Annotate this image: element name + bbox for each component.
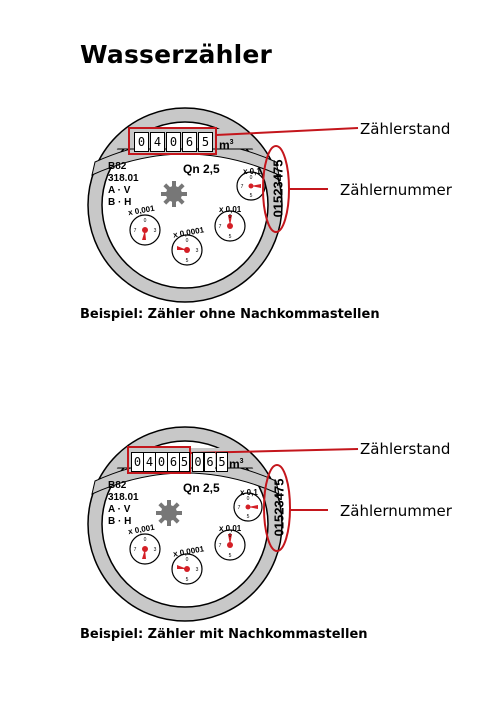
info-line: A · V bbox=[108, 185, 131, 196]
dial-needle-icon bbox=[251, 184, 261, 188]
dial-needle-icon bbox=[248, 505, 258, 509]
dial-label: x 0,01 bbox=[219, 205, 242, 214]
reading-digit: 5 bbox=[198, 132, 213, 152]
dial-x0001: 0 7 3 bbox=[129, 214, 161, 246]
dial-label: x 0,1 bbox=[243, 167, 261, 176]
svg-text:5: 5 bbox=[229, 234, 232, 240]
nominal-flow-label: Qn 2,5 bbox=[183, 162, 220, 176]
svg-text:0: 0 bbox=[144, 218, 147, 224]
dial-x00001: 0 3 5 bbox=[171, 234, 203, 266]
reading-leader-line bbox=[215, 127, 359, 136]
info-line: 318.01 bbox=[108, 173, 139, 184]
dial-needle-icon bbox=[228, 534, 232, 545]
dial-x001: 0 7 5 bbox=[214, 529, 246, 561]
dial-x001: 0 7 5 bbox=[214, 210, 246, 242]
reading-digit: 0 bbox=[166, 132, 181, 152]
decimal-digit: 5 bbox=[216, 452, 228, 472]
svg-text:7: 7 bbox=[219, 224, 222, 230]
dial-x0001: 0 7 3 bbox=[129, 533, 161, 565]
svg-text:7: 7 bbox=[241, 184, 244, 190]
meter-drawing: 0 7 5 0 7 5 0 7 3 0 3 5 bbox=[87, 107, 359, 303]
info-line: 318.01 bbox=[108, 492, 139, 503]
reading-digit: 0 bbox=[155, 452, 168, 472]
dial-needle-icon bbox=[228, 215, 232, 226]
serial-number: 01523475 bbox=[271, 478, 287, 537]
svg-text:7: 7 bbox=[134, 228, 137, 234]
svg-text:5: 5 bbox=[229, 553, 232, 559]
svg-text:7: 7 bbox=[238, 505, 241, 511]
svg-text:3: 3 bbox=[154, 547, 157, 553]
info-line: B82 bbox=[108, 161, 127, 172]
meter-info: B82 318.01 A · V B · H bbox=[108, 161, 139, 209]
caption: Beispiel: Zähler mit Nachkommastellen bbox=[80, 627, 368, 642]
svg-text:5: 5 bbox=[186, 258, 189, 264]
caption: Beispiel: Zähler ohne Nachkommastellen bbox=[80, 307, 380, 322]
reading-digit: 6 bbox=[182, 132, 197, 152]
unit-label: m3 bbox=[219, 138, 234, 152]
dial-x01: 0 7 5 bbox=[233, 492, 263, 522]
reading-highlight bbox=[127, 446, 191, 474]
flow-star-icon bbox=[161, 181, 187, 207]
serial-number: 01523475 bbox=[270, 159, 286, 218]
nominal-flow-label: Qn 2,5 bbox=[183, 481, 220, 495]
svg-text:3: 3 bbox=[196, 567, 199, 573]
flow-star-icon bbox=[156, 500, 182, 526]
meter-info: B82 318.01 A · V B · H bbox=[108, 480, 139, 528]
water-meter-without-decimals: 0 7 5 0 7 5 0 7 3 0 3 5 bbox=[0, 88, 496, 388]
info-line: A · V bbox=[108, 504, 131, 515]
svg-text:0: 0 bbox=[250, 175, 253, 181]
dial-label: x 0,1 bbox=[240, 488, 258, 497]
svg-text:0: 0 bbox=[247, 496, 250, 502]
info-line: B · H bbox=[108, 197, 132, 208]
serial-highlight bbox=[263, 464, 291, 552]
meter-face bbox=[101, 440, 269, 608]
page-title: Wasserzähler bbox=[80, 40, 273, 69]
callout-serial: Zählernummer bbox=[340, 181, 452, 199]
svg-text:7: 7 bbox=[219, 543, 222, 549]
reading-digit: 0 bbox=[134, 132, 149, 152]
info-line: B82 bbox=[108, 480, 127, 491]
svg-text:0: 0 bbox=[229, 214, 232, 220]
svg-text:0: 0 bbox=[186, 238, 189, 244]
svg-text:5: 5 bbox=[250, 193, 253, 199]
reading-digit: 5 bbox=[179, 452, 190, 472]
dial-label: x 0,01 bbox=[219, 524, 242, 533]
callout-reading: Zählerstand bbox=[360, 120, 451, 138]
meter-drawing: 0 7 5 0 7 5 0 7 3 0 3 5 bbox=[87, 426, 359, 622]
svg-text:5: 5 bbox=[247, 514, 250, 520]
callout-serial: Zählernummer bbox=[340, 502, 452, 520]
svg-text:0: 0 bbox=[144, 537, 147, 543]
svg-text:0: 0 bbox=[229, 533, 232, 539]
decimal-digit: 6 bbox=[204, 452, 215, 472]
svg-text:3: 3 bbox=[196, 248, 199, 254]
meter-face bbox=[101, 121, 269, 289]
reading-highlight bbox=[128, 127, 217, 155]
reading-digit: 4 bbox=[150, 132, 165, 152]
dial-x00001: 0 3 5 bbox=[171, 553, 203, 585]
svg-text:0: 0 bbox=[186, 557, 189, 563]
info-line: B · H bbox=[108, 516, 132, 527]
dial-x01: 0 7 5 bbox=[236, 171, 266, 201]
decimal-digit: 0 bbox=[192, 452, 204, 472]
svg-text:3: 3 bbox=[154, 228, 157, 234]
callout-reading: Zählerstand bbox=[360, 440, 451, 458]
unit-label: m3 bbox=[229, 457, 244, 471]
water-meter-with-decimals: 0 7 5 0 7 5 0 7 3 0 3 5 bbox=[0, 407, 496, 707]
svg-text:5: 5 bbox=[186, 577, 189, 583]
svg-text:7: 7 bbox=[134, 547, 137, 553]
